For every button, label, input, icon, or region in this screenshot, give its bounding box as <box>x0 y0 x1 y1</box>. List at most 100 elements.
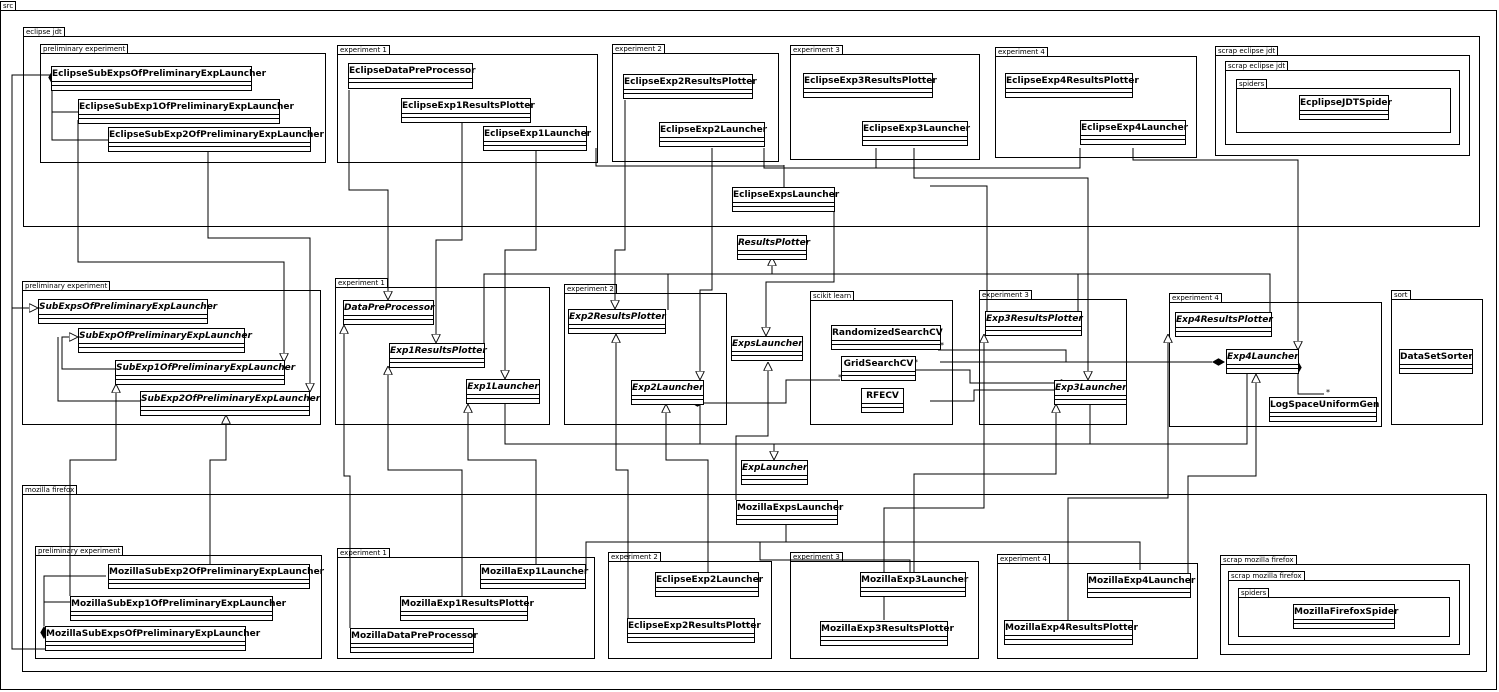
package-tab-mozilla-exp1: experiment 1 <box>337 548 390 558</box>
class-subexp-of-preliminary-exp-launcher[interactable]: SubExpOfPreliminaryExpLauncher <box>78 328 252 353</box>
class-subexp1-of-preliminary-exp-launcher[interactable]: SubExp1OfPreliminaryExpLauncher <box>115 360 296 385</box>
class-name: SubExp1OfPreliminaryExpLauncher <box>116 363 296 373</box>
class-eclipse-exp4-results-plotter[interactable]: EclipseExp4ResultsPlotter <box>1005 73 1139 98</box>
class-eclipse-exp1-launcher[interactable]: EclipseExp1Launcher <box>483 126 592 151</box>
class-mozilla-exp4-results-plotter[interactable]: MozillaExp4ResultsPlotter <box>1004 620 1138 645</box>
class-eclipse-subexp2-of-preliminary-exp-launcher[interactable]: EclipseSubExp2OfPreliminaryExpLauncher <box>108 127 324 152</box>
package-eclipse-exp3 <box>790 54 980 160</box>
class-name: ExpsLauncher <box>732 339 803 349</box>
class-mozilla-exp2-results-plotter[interactable]: EclipseExp2ResultsPlotter <box>627 618 761 643</box>
class-exps-launcher[interactable]: ExpsLauncher <box>731 336 803 361</box>
class-name: EclipseSubExpsOfPreliminaryExpLauncher <box>52 69 267 79</box>
generalization-mozilla-exp2launch <box>666 404 709 572</box>
class-eclipse-subexps-of-preliminary-exp-launcher[interactable]: EclipseSubExpsOfPreliminaryExpLauncher <box>51 66 267 91</box>
class-name: EclipseExpsLauncher <box>733 190 840 200</box>
class-eclipse-data-preprocessor[interactable]: EclipseDataPreProcessor <box>348 63 476 89</box>
class-eclipse-exp2-results-plotter[interactable]: EclipseExp2ResultsPlotter <box>623 74 757 99</box>
class-mozilla-subexps-of-preliminary-exp-launcher[interactable]: MozillaSubExpsOfPreliminaryExpLauncher <box>45 626 260 651</box>
class-name: DataPreProcessor <box>344 303 435 313</box>
class-name: EclipseExp4Launcher <box>1081 123 1189 133</box>
package-tab-scrap-mozilla-inner: scrap mozilla firefox <box>1228 571 1305 581</box>
class-name: Exp1ResultsPlotter <box>390 346 487 356</box>
class-mozilla-exps-launcher[interactable]: MozillaExpsLauncher <box>736 500 843 525</box>
class-name: EclipseExp1Launcher <box>484 129 592 139</box>
class-mozilla-subexp1-of-preliminary-exp-launcher[interactable]: MozillaSubExp1OfPreliminaryExpLauncher <box>70 596 286 621</box>
class-mozilla-exp3-results-plotter[interactable]: MozillaExp3ResultsPlotter <box>820 621 954 646</box>
class-name: RandomizedSearchCV <box>832 328 943 338</box>
package-mozilla-preliminary <box>35 555 322 659</box>
package-tab-eclipse-jdt: eclipse jdt <box>23 27 65 37</box>
class-subexps-of-preliminary-exp-launcher[interactable]: SubExpsOfPreliminaryExpLauncher <box>38 299 218 324</box>
class-mozilla-exp1-launcher[interactable]: MozillaExp1Launcher <box>480 564 588 589</box>
class-exp3-results-plotter[interactable]: Exp3ResultsPlotter <box>985 311 1083 336</box>
package-tab-mozilla-firefox: mozilla firefox <box>22 485 78 495</box>
package-exp1 <box>335 287 550 425</box>
class-eclipse-exp4-launcher[interactable]: EclipseExp4Launcher <box>1080 120 1189 145</box>
package-tab-scrap-eclipse-inner: scrap eclipse jdt <box>1225 61 1289 71</box>
class-rfecv[interactable]: RFECV <box>861 388 904 413</box>
class-subexp2-of-preliminary-exp-launcher[interactable]: SubExp2OfPreliminaryExpLauncher <box>140 391 320 416</box>
class-mozilla-exp2-launcher[interactable]: EclipseExp2Launcher <box>655 572 763 597</box>
class-exp2-results-plotter[interactable]: Exp2ResultsPlotter <box>568 309 666 334</box>
package-tab-exp3: experiment 3 <box>979 290 1032 300</box>
composition-exp4-logspace <box>1294 361 1324 395</box>
class-name: ResultsPlotter <box>738 238 811 248</box>
class-name: SubExpsOfPreliminaryExpLauncher <box>39 302 218 312</box>
multiplicity-randomized: * <box>940 341 944 350</box>
class-exp1-results-plotter[interactable]: Exp1ResultsPlotter <box>389 343 487 368</box>
generalization-mozilla-exp1plot <box>388 366 463 596</box>
package-eclipse-jdt <box>23 36 1480 227</box>
multiplicity-gridsearch-left: * <box>838 373 842 382</box>
class-randomized-search-cv[interactable]: RandomizedSearchCV <box>831 325 943 350</box>
class-exp-launcher[interactable]: ExpLauncher <box>741 460 808 485</box>
class-mozilla-subexp2-of-preliminary-exp-launcher[interactable]: MozillaSubExp2OfPreliminaryExpLauncher <box>108 564 324 589</box>
composition-exp3-gridsearch <box>916 369 1068 387</box>
composition-mozilla-sub-internal <box>40 575 106 639</box>
class-dataset-sorter[interactable]: DataSetSorter <box>1399 349 1473 374</box>
class-name: Exp3ResultsPlotter <box>986 314 1083 324</box>
generalization-mozilla-sub2 <box>209 415 226 564</box>
package-exp4 <box>1169 302 1382 427</box>
package-tab-exp1: experiment 1 <box>335 278 388 288</box>
class-results-plotter[interactable]: ResultsPlotter <box>737 235 811 260</box>
class-grid-search-cv[interactable]: GridSearchCV <box>841 356 916 381</box>
generalization-eclipse-exp2plot <box>615 100 626 309</box>
class-name: GridSearchCV <box>843 359 914 369</box>
class-eclipse-subexp1-of-preliminary-exp-launcher[interactable]: EclipseSubExp1OfPreliminaryExpLauncher <box>78 99 294 124</box>
class-mozilla-data-preprocessor[interactable]: MozillaDataPreProcessor <box>350 628 478 653</box>
class-eclipse-exps-launcher[interactable]: EclipseExpsLauncher <box>732 187 840 212</box>
class-eclipse-exp3-launcher[interactable]: EclipseExp3Launcher <box>862 121 971 146</box>
class-exp4-launcher[interactable]: Exp4Launcher <box>1226 349 1299 374</box>
generalization-eclipse-exp2launch <box>700 148 713 380</box>
class-log-space-uniform-gen[interactable]: LogSpaceUniformGen <box>1269 397 1379 422</box>
generalization-mozilla-exp3plot <box>883 334 984 620</box>
class-mozilla-exp4-launcher[interactable]: MozillaExp4Launcher <box>1087 573 1195 598</box>
class-eclipse-exp3-results-plotter[interactable]: EclipseExp3ResultsPlotter <box>803 73 937 98</box>
composition-mozilla-exps-2 <box>786 541 1141 570</box>
class-exp1-launcher[interactable]: Exp1Launcher <box>466 379 540 404</box>
class-exp2-launcher[interactable]: Exp2Launcher <box>631 380 704 405</box>
package-eclipse-exp4 <box>995 56 1197 158</box>
generalization-to-explauncher <box>504 404 1091 445</box>
class-eclipse-exp1-results-plotter[interactable]: EclipseExp1ResultsPlotter <box>401 98 535 123</box>
class-exp3-launcher[interactable]: Exp3Launcher <box>1054 380 1127 405</box>
class-mozilla-exp1-results-plotter[interactable]: MozillaExp1ResultsPlotter <box>400 596 534 621</box>
class-mozilla-exp3-launcher[interactable]: MozillaExp3Launcher <box>860 572 968 597</box>
class-eclipse-exp2-launcher[interactable]: EclipseExp2Launcher <box>659 122 767 147</box>
class-data-preprocessor[interactable]: DataPreProcessor <box>343 300 435 325</box>
package-scrap-mozilla <box>1220 564 1470 655</box>
multiplicity-logspace: * <box>1326 388 1330 397</box>
class-eclipse-jdt-spider[interactable]: EcplipseJDTSpider <box>1299 95 1392 120</box>
generalization-eclipse-sub1 <box>77 120 284 362</box>
class-name: SubExpOfPreliminaryExpLauncher <box>79 331 252 341</box>
package-eclipse-exp2 <box>612 53 779 162</box>
class-mozilla-firefox-spider[interactable]: MozillaFirefoxSpider <box>1293 604 1398 629</box>
class-name: EclipseExp3Launcher <box>863 124 971 134</box>
package-tab-exp4: experiment 4 <box>1169 293 1222 303</box>
class-name: EclipseSubExp1OfPreliminaryExpLauncher <box>79 102 294 112</box>
package-mozilla-exp1 <box>337 557 595 659</box>
generalization-exp4launcher-el <box>1090 374 1248 445</box>
class-exp4-results-plotter[interactable]: Exp4ResultsPlotter <box>1175 312 1273 337</box>
